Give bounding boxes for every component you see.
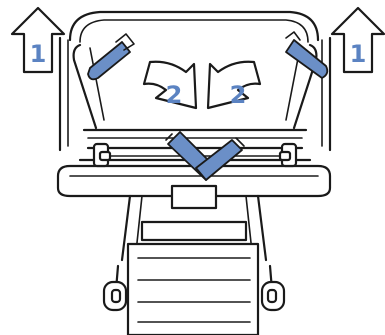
step2-left-number: 2 [166,81,183,109]
hinge-right [280,144,296,166]
step1-left-arrow: 1 [12,8,64,72]
bed-base [122,196,266,335]
step1-left-number: 1 [30,40,47,68]
step2-right-arrow: 2 [208,62,260,109]
step2-left-arrow: 2 [144,62,196,109]
wheel-right [262,266,284,310]
wheel-left [104,266,126,310]
step1-right-number: 1 [350,40,367,68]
upper-right-handle [286,32,327,78]
step2-right-number: 2 [230,81,247,109]
hinge-left [94,144,110,166]
step1-right-arrow: 1 [332,8,384,72]
upper-left-handle [88,34,134,79]
